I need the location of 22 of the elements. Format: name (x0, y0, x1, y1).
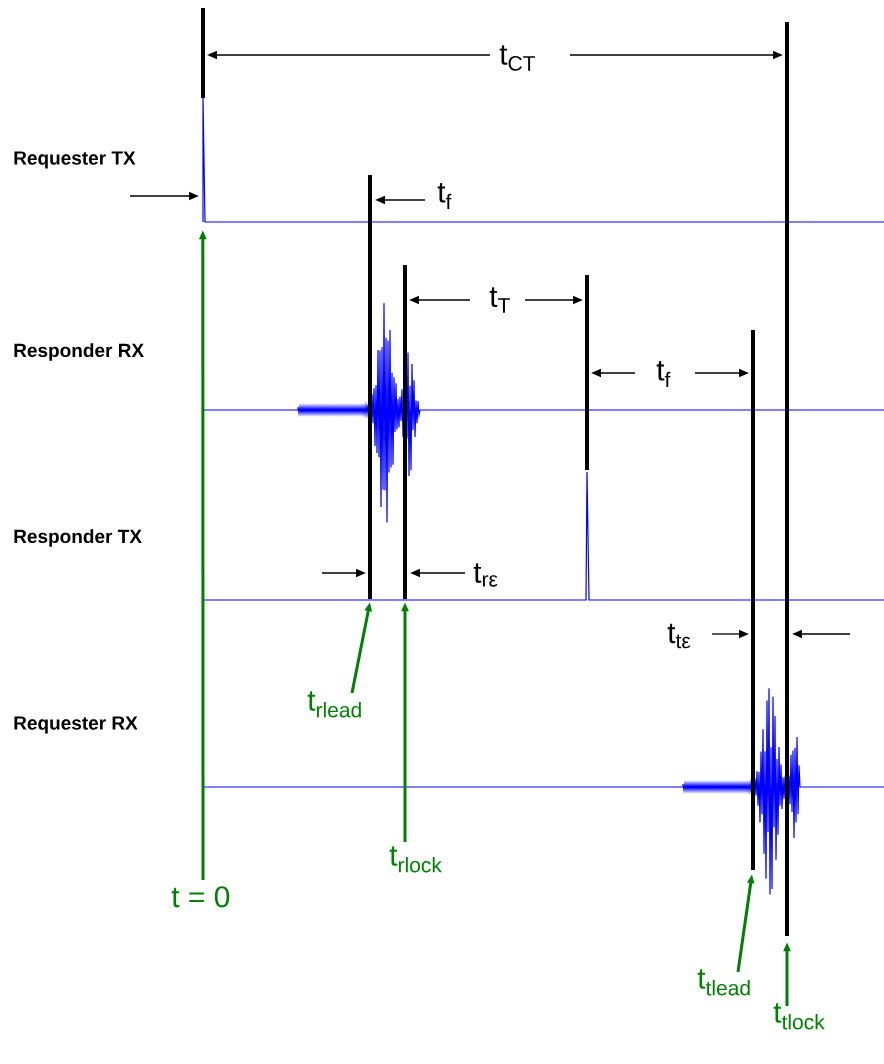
channel-label: Requester TX (12, 150, 137, 170)
time-label: t$_{tε}$ (666, 622, 693, 650)
marker-bar (585, 275, 589, 470)
marker-bar (403, 265, 407, 599)
time-label: t$_{CT}$ (498, 44, 538, 72)
marker-bar (785, 22, 789, 936)
channel-label: Responder RX (12, 342, 146, 362)
time-label: t$_{f}$ (655, 360, 672, 388)
time-label: t$_{f}$ (436, 182, 453, 210)
time-label: t$_{rε}$ (472, 562, 500, 588)
channel-label: Responder TX (12, 528, 143, 548)
time-label: t = 0 (171, 886, 230, 908)
time-label: t$_{rlock}$ (389, 846, 442, 873)
marker-bar (368, 175, 372, 599)
marker-bar (751, 330, 755, 870)
time-label: t$_{T}$ (488, 286, 512, 314)
waveform-drawing (202, 97, 884, 223)
time-label: t$_{tlead}$ (697, 969, 750, 996)
time-label: t$_{rlead}$ (307, 691, 361, 718)
marker-bar (201, 8, 205, 98)
channel-label: Requester RX (12, 715, 139, 735)
time-label: t$_{tlock}$ (773, 1003, 825, 1030)
